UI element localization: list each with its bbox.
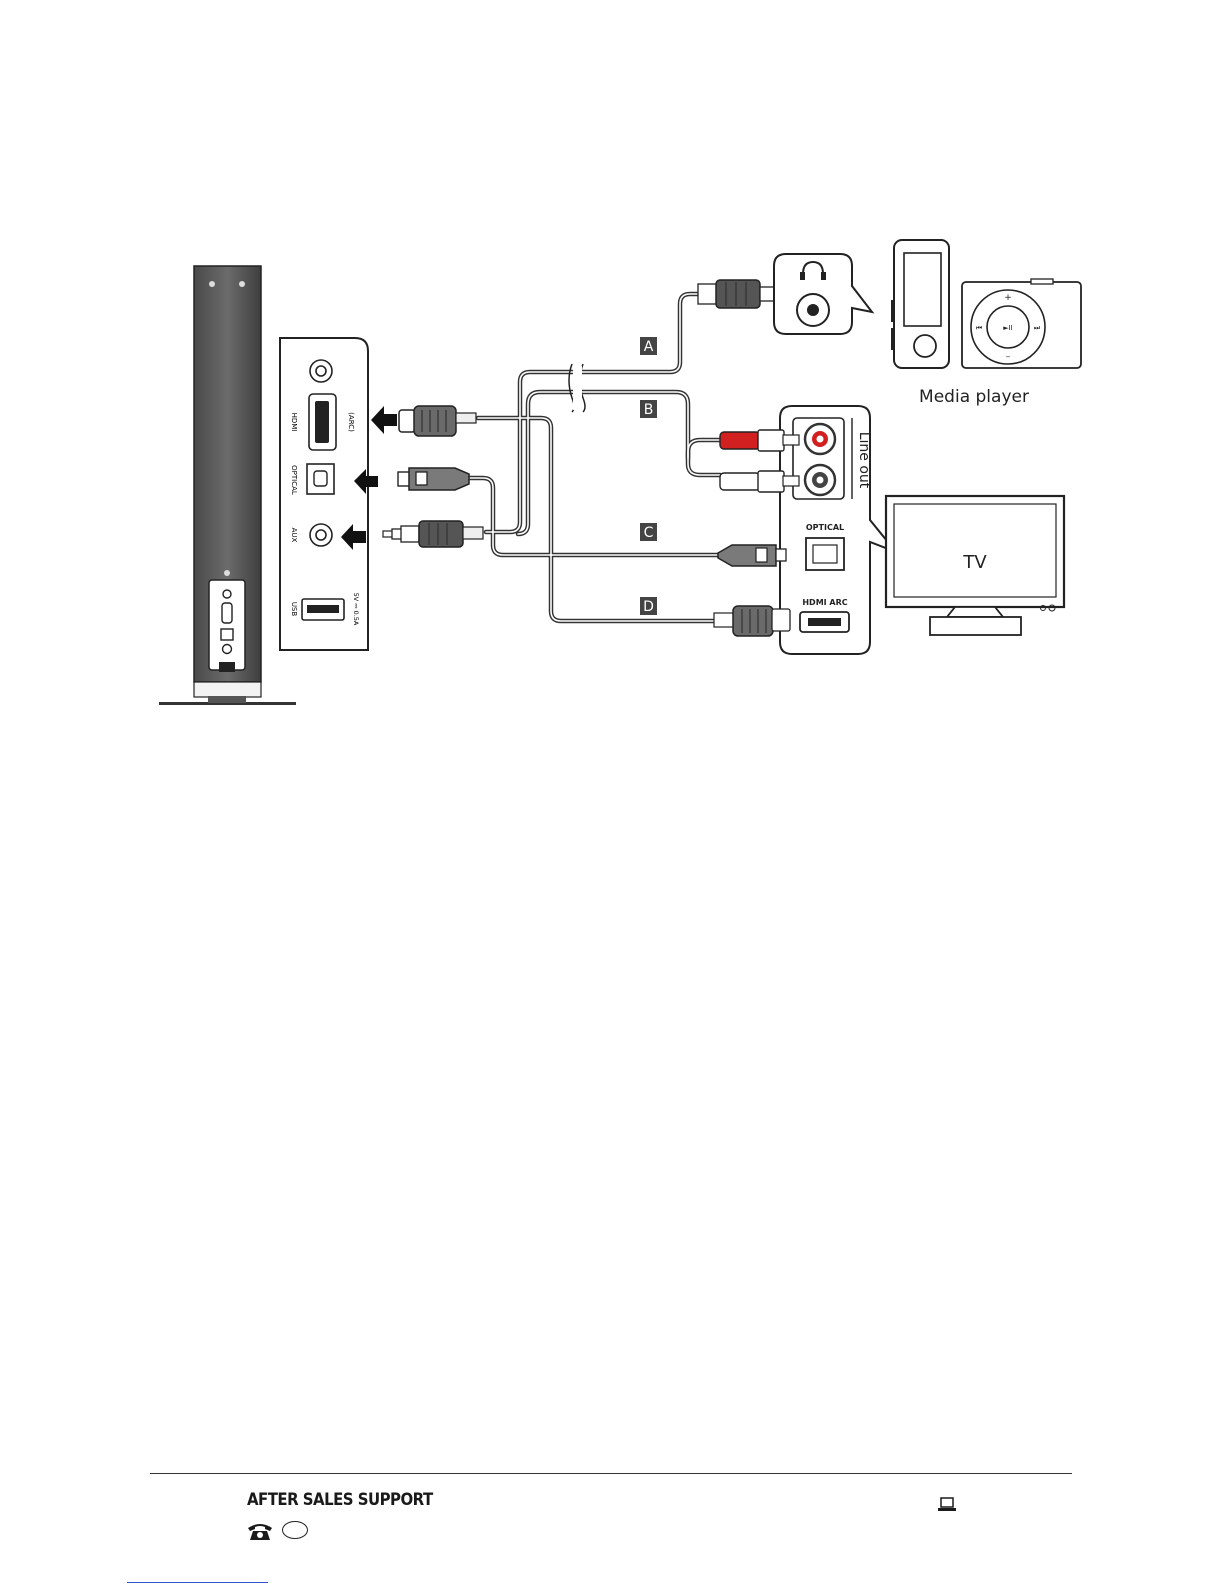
aux-plug-soundbar xyxy=(383,521,483,547)
media-player-device xyxy=(891,240,949,368)
phone-icon xyxy=(246,1520,274,1542)
cable-label-a: A xyxy=(640,337,657,355)
panel-arc-label: (ARC) xyxy=(347,412,355,432)
svg-text:+: + xyxy=(1004,293,1012,303)
mp3-player-device: + – ►II ⏮ ⏭ xyxy=(962,279,1081,368)
svg-text:A: A xyxy=(644,339,654,355)
cable-label-b: B xyxy=(640,400,657,418)
svg-text:C: C xyxy=(644,525,654,541)
panel-usb-rating: 5V ⎓ 0.5A xyxy=(352,593,360,626)
media-player-label: Media player xyxy=(919,387,1029,407)
hdmi-plug-soundbar xyxy=(399,406,476,436)
svg-text:–: – xyxy=(1006,352,1011,362)
panel-usb-label: USB xyxy=(290,602,298,617)
tv-optical-label: OPTICAL xyxy=(806,523,844,532)
svg-text:⏭: ⏭ xyxy=(1034,324,1041,332)
cables xyxy=(469,294,720,621)
connection-diagram: HDMI (ARC) OPTICAL AUX USB 5V ⎓ 0.5A xyxy=(0,0,1225,760)
panel-optical-label: OPTICAL xyxy=(290,465,298,495)
tv-label: TV xyxy=(962,552,987,573)
cable-label-d: D xyxy=(640,597,657,615)
line-out-label: Line out xyxy=(856,432,872,489)
optical-plug-tv xyxy=(718,545,786,566)
optical-plug-soundbar xyxy=(398,468,469,490)
svg-text:⏮: ⏮ xyxy=(976,324,982,332)
headphone-jack-callout xyxy=(774,254,872,334)
soundbar xyxy=(159,266,296,705)
panel-hdmi-label: HDMI xyxy=(290,413,298,432)
svg-text:►II: ►II xyxy=(1003,324,1013,332)
tv-hdmi-arc-label: HDMI ARC xyxy=(802,598,847,607)
footer-divider xyxy=(150,1473,1072,1474)
cable-label-c: C xyxy=(640,523,657,541)
country-badge xyxy=(282,1521,308,1539)
after-sales-support-title: AFTER SALES SUPPORT xyxy=(247,1490,433,1510)
hdmi-plug-tv xyxy=(714,606,790,636)
laptop-icon xyxy=(937,1496,957,1512)
svg-text:B: B xyxy=(644,402,654,418)
soundbar-panel: HDMI (ARC) OPTICAL AUX USB 5V ⎓ 0.5A xyxy=(280,338,368,650)
tv-device: TV xyxy=(886,496,1064,635)
bottom-link-underline[interactable] xyxy=(127,1582,268,1583)
svg-text:D: D xyxy=(643,599,654,615)
panel-aux-label: AUX xyxy=(290,528,298,543)
